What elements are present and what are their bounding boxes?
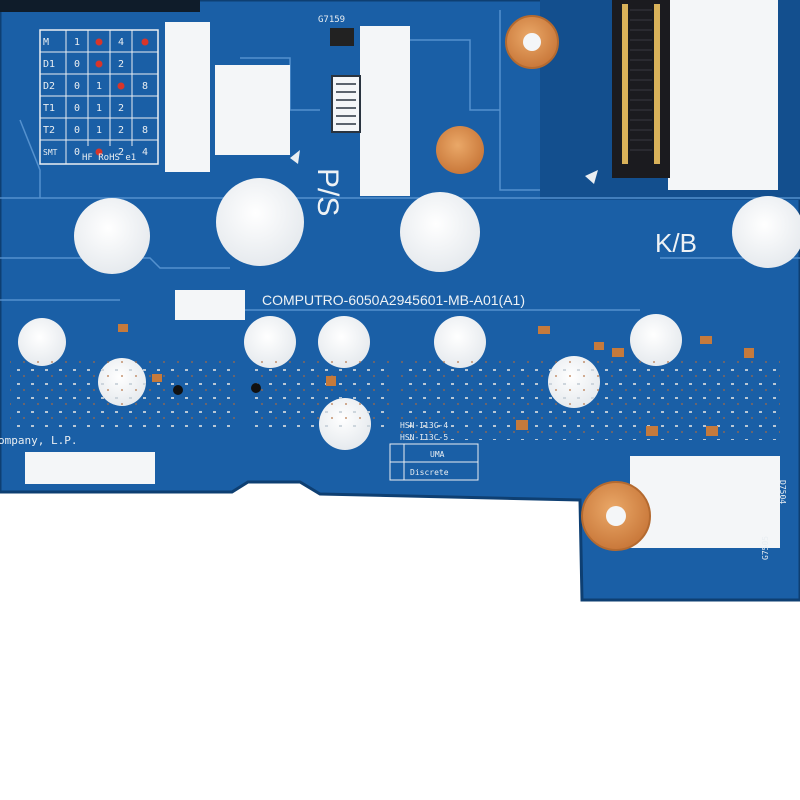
ref-g7159: G7159 — [318, 15, 345, 25]
grid-cell: 0 — [74, 125, 80, 136]
grid-cell: 2 — [118, 103, 124, 114]
arrow-marker — [290, 150, 300, 164]
grid-cell: 1 — [96, 125, 102, 136]
connector-slot — [612, 0, 670, 178]
company-label: ompany, L.P. — [0, 434, 77, 447]
grid-mark-dot — [95, 60, 103, 68]
variant-discrete: Discrete — [410, 468, 449, 477]
grid-cell: 0 — [74, 81, 80, 92]
grid-cell: 8 — [142, 125, 148, 136]
grid-mark-dot — [95, 38, 103, 46]
fpc-connector — [331, 75, 361, 133]
grid-row-label: T2 — [43, 125, 55, 136]
grid-cell: 1 — [74, 37, 80, 48]
variant-uma: UMA — [430, 450, 445, 459]
part-number-label: COMPUTRO-6050A2945601-MB-A01(A1) — [262, 292, 525, 308]
grid-mark-dot — [95, 148, 103, 156]
grid-row-label: T1 — [43, 103, 55, 114]
chip-g7159 — [330, 28, 354, 46]
grid-cell: 1 — [96, 81, 102, 92]
grid-row-label: M — [43, 37, 49, 48]
grid-mark-dot — [141, 38, 149, 46]
grid-cell: 1 — [96, 103, 102, 114]
grid-cell: 0 — [74, 59, 80, 70]
grid-cell: 2 — [118, 147, 124, 158]
grid-footer: HF RoHS e1 — [82, 153, 136, 163]
grid-cell: 2 — [118, 125, 124, 136]
ref-g7505: G7505 — [761, 536, 770, 560]
grid-row-label: SMT — [43, 148, 58, 157]
copper-vias — [436, 15, 651, 551]
kb-label: K/B — [655, 228, 697, 258]
ref-d7504: D7504 — [778, 480, 787, 504]
grid-cell: 8 — [142, 81, 148, 92]
grid-cell: 4 — [142, 147, 148, 158]
grid-cell: 4 — [118, 37, 124, 48]
grid-cell: 0 — [74, 103, 80, 114]
variant-line-1: HSN-I13C-4 — [400, 421, 448, 430]
grid-cell: 2 — [118, 59, 124, 70]
variant-table: UMA Discrete — [389, 443, 479, 481]
variant-line-2: HSN-I13C-5 — [400, 433, 448, 442]
grid-cell: 0 — [74, 147, 80, 158]
ps-label: P/S — [311, 168, 344, 216]
grid-row-label: D1 — [43, 59, 55, 70]
grid-row-label: D2 — [43, 81, 55, 92]
arrow-marker — [585, 170, 598, 184]
grid-mark-dot — [117, 82, 125, 90]
